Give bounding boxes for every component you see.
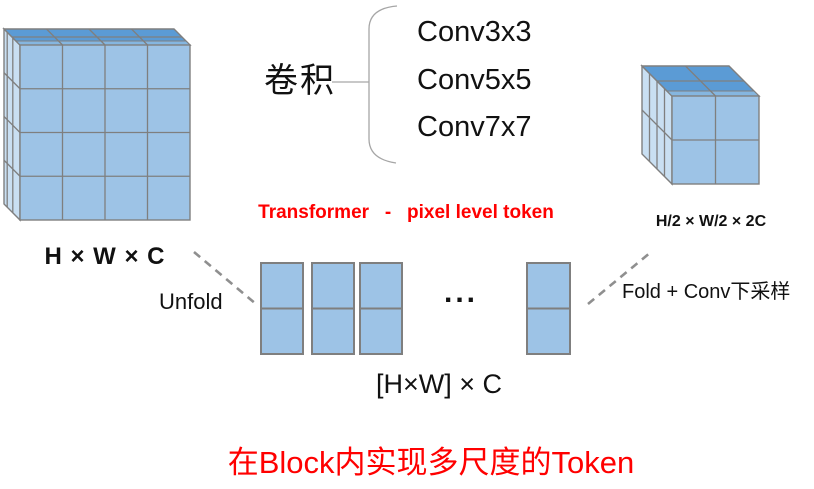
input-tensor-cube-icon: [2, 27, 192, 222]
fold-conv-downsample-label: Fold + Conv下采样: [622, 281, 791, 303]
transformer-title: Transformer - pixel level token: [258, 202, 554, 223]
conv-option-3x3: Conv3x3: [417, 16, 532, 48]
token-strip: [260, 262, 571, 355]
unfold-label: Unfold: [159, 289, 223, 314]
output-tensor-cube-icon: [640, 64, 761, 186]
input-tensor-dims-label: H × W × C: [44, 243, 166, 270]
conv-options-list: Conv3x3 Conv5x5 Conv7x7: [417, 9, 531, 152]
conv-option-7x7: Conv7x7: [417, 111, 532, 143]
caption-multiscale-token: 在Block内实现多尺度的Token: [227, 445, 635, 480]
token-dims-label: [H×W] × C: [375, 369, 503, 399]
conv-group-label: 卷积: [264, 62, 336, 100]
conv-brace-icon: [332, 5, 398, 164]
token-ellipsis: ...: [444, 276, 479, 309]
conv-option-5x5: Conv5x5: [417, 63, 532, 96]
output-tensor-dims-label: H/2 × W/2 × 2C: [655, 213, 767, 230]
